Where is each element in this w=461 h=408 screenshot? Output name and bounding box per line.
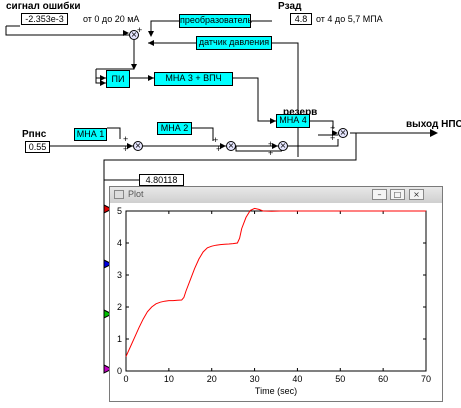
maximize-button[interactable]: □ bbox=[390, 189, 405, 200]
mna3-block[interactable]: МНА 3 + ВПЧ bbox=[154, 72, 233, 86]
sum-3-icon: × bbox=[278, 141, 288, 151]
x-tick-label: 60 bbox=[378, 374, 388, 384]
reserve-label: резерв bbox=[283, 107, 318, 118]
error-signal-label: сигнал ошибки bbox=[6, 1, 81, 12]
plot-window-icon bbox=[114, 190, 124, 199]
plus-sign: + bbox=[123, 144, 129, 154]
y-tick-label: 0 bbox=[117, 366, 122, 376]
y-tick-label: 3 bbox=[117, 270, 122, 280]
x-tick-label: 10 bbox=[164, 374, 174, 384]
sum-out-icon: × bbox=[338, 128, 348, 138]
sum-top-icon: × bbox=[129, 30, 139, 40]
mna1-block[interactable]: МНА 1 bbox=[74, 128, 107, 141]
minimize-button[interactable]: – bbox=[372, 189, 387, 200]
x-axis-label: Time (sec) bbox=[255, 386, 297, 396]
x-tick-label: 70 bbox=[421, 374, 431, 384]
mna2-block[interactable]: МНА 2 bbox=[157, 122, 192, 135]
plus-sign: + bbox=[268, 139, 274, 149]
plus-sign: + bbox=[330, 123, 336, 133]
plus-sign: + bbox=[123, 134, 129, 144]
sum-1-icon: × bbox=[133, 141, 143, 151]
plus-sign: + bbox=[137, 25, 143, 35]
plot-axes-frame bbox=[125, 210, 427, 372]
y-tick-label: 1 bbox=[117, 334, 122, 344]
converter-block[interactable]: преобразователь bbox=[179, 14, 252, 28]
range-mpa-label: от 4 до 5,7 МПА bbox=[316, 14, 383, 24]
x-tick-label: 0 bbox=[123, 374, 128, 384]
range-ma-label: от 0 до 20 мА bbox=[83, 14, 140, 24]
x-tick-label: 40 bbox=[292, 374, 302, 384]
plus-sign: + bbox=[268, 148, 274, 158]
y-tick-label: 4 bbox=[117, 238, 122, 248]
mna4-block[interactable]: МНА 4 bbox=[276, 114, 310, 128]
plot-title-bar[interactable]: Plot – □ × bbox=[110, 187, 442, 203]
plus-sign: + bbox=[213, 135, 219, 145]
plot-window-title: Plot bbox=[128, 189, 144, 199]
series-line-0 bbox=[125, 207, 426, 357]
x-tick-label: 50 bbox=[335, 374, 345, 384]
y-tick-label: 2 bbox=[117, 302, 122, 312]
x-tick-label: 20 bbox=[207, 374, 217, 384]
error-signal-value: -2.353e-3 bbox=[21, 13, 68, 25]
setpoint-value[interactable]: 4.8 bbox=[290, 13, 312, 25]
plus-sign: + bbox=[330, 133, 336, 143]
y-tick-label: 5 bbox=[117, 206, 122, 216]
pi-controller-block[interactable]: ПИ bbox=[106, 70, 130, 88]
pressure-sensor-block[interactable]: датчик давления bbox=[196, 36, 272, 50]
plus-sign: + bbox=[216, 144, 222, 154]
setpoint-label: Рзад bbox=[278, 1, 302, 12]
output-label: выход НПС bbox=[406, 119, 461, 130]
pnps-value[interactable]: 0.55 bbox=[25, 141, 50, 153]
display-value: 4.80118 bbox=[139, 174, 184, 186]
pnps-label: Рпнс bbox=[22, 129, 47, 140]
x-tick-label: 30 bbox=[250, 374, 260, 384]
sum-2-icon: × bbox=[226, 141, 236, 151]
close-button[interactable]: × bbox=[409, 189, 424, 200]
